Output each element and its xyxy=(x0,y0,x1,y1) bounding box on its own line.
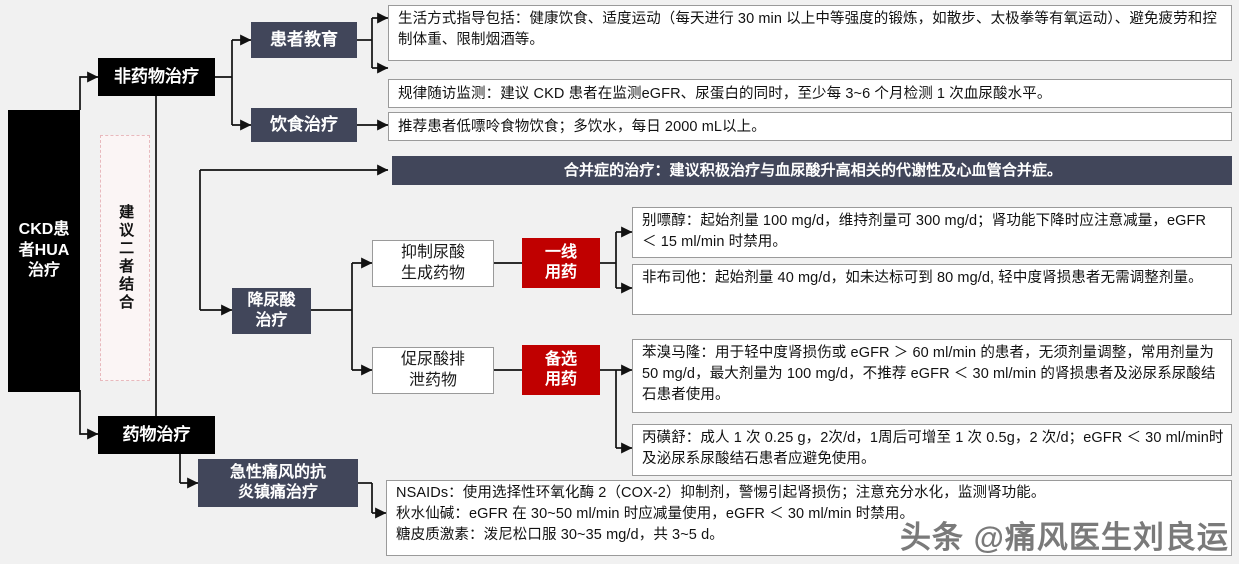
textbox-diet-recommendation-text: 推荐患者低嘌呤食物饮食；多饮水，每日 2000 mL以上。 xyxy=(398,119,766,135)
node-alternative-drug[interactable]: 备选 用药 xyxy=(522,345,600,395)
textbox-febuxostat: 非布司他：起始剂量 40 mg/d，如未达标可到 80 mg/d, 轻中度肾损患… xyxy=(632,264,1232,315)
node-alternative-drug-line1: 备选 xyxy=(544,351,577,369)
node-acute-gout-analgesia[interactable]: 急性痛风的抗 炎镇痛治疗 xyxy=(198,459,358,507)
dashed-note-label: 建议二者结合 xyxy=(117,204,135,312)
node-acute-gout-line1: 急性痛风的抗 xyxy=(229,464,326,481)
node-root-line2: 者HUA xyxy=(18,241,70,259)
node-acute-gout-line2: 炎镇痛治疗 xyxy=(237,484,318,501)
node-root-line3: 治疗 xyxy=(27,262,60,280)
textbox-regular-followup-text: 规律随访监测：建议 CKD 患者在监测eGFR、尿蛋白的同时，至少每 3~6 个… xyxy=(398,86,1052,102)
node-inhibit-urate-production[interactable]: 抑制尿酸 生成药物 xyxy=(372,240,494,287)
textbox-febuxostat-text: 非布司他：起始剂量 40 mg/d，如未达标可到 80 mg/d, 轻中度肾损患… xyxy=(642,270,1203,286)
node-drug-therapy[interactable]: 药物治疗 xyxy=(98,416,215,454)
textbox-allopurinol-text: 别嘌醇：起始剂量 100 mg/d，维持剂量可 300 mg/d；肾功能下降时应… xyxy=(642,213,1207,251)
textbox-probenecid-text: 丙磺舒：成人 1 次 0.25 g，2次/d，1周后可增至 1 次 0.5g，2… xyxy=(642,430,1224,468)
node-non-drug-therapy-label: 非药物治疗 xyxy=(114,67,199,87)
node-root-line1: CKD患 xyxy=(18,221,70,239)
node-drug-therapy-label: 药物治疗 xyxy=(122,425,191,445)
node-urate-lowering-line1: 降尿酸 xyxy=(247,292,296,309)
node-root-ckd-hua-treatment[interactable]: CKD患 者HUA 治疗 xyxy=(8,110,80,392)
watermark: 头条 @痛风医生刘良运 xyxy=(900,512,1229,557)
textbox-lifestyle-guidance: 生活方式指导包括：健康饮食、适度运动（每天进行 30 min 以上中等强度的锻炼… xyxy=(388,5,1232,61)
node-inhibit-production-line2: 生成药物 xyxy=(400,264,465,282)
node-promote-excretion-line2: 泄药物 xyxy=(408,371,457,389)
textbox-comorbidity-treatment-text: 合并症的治疗：建议积极治疗与血尿酸升高相关的代谢性及心血管合并症。 xyxy=(563,161,1063,179)
node-diet-therapy[interactable]: 饮食治疗 xyxy=(251,108,357,142)
textbox-lifestyle-guidance-text: 生活方式指导包括：健康饮食、适度运动（每天进行 30 min 以上中等强度的锻炼… xyxy=(398,11,1217,49)
textbox-benzbromarone-text: 苯溴马隆：用于轻中度肾损伤或 eGFR ＞ 60 ml/min 的患者，无须剂量… xyxy=(642,345,1216,404)
textbox-comorbidity-treatment: 合并症的治疗：建议积极治疗与血尿酸升高相关的代谢性及心血管合并症。 xyxy=(392,156,1232,185)
node-non-drug-therapy[interactable]: 非药物治疗 xyxy=(98,58,215,96)
node-first-line-drug-line2: 用药 xyxy=(544,264,577,281)
node-promote-excretion-line1: 促尿酸排 xyxy=(400,350,465,368)
textbox-analgesia-colchicine: 秋水仙碱：eGFR 在 30~50 ml/min 时应减量使用，eGFR ＜ 3… xyxy=(396,506,915,523)
node-promote-urate-excretion[interactable]: 促尿酸排 泄药物 xyxy=(372,347,494,394)
node-inhibit-production-line1: 抑制尿酸 xyxy=(400,243,465,261)
watermark-text: 头条 @痛风医生刘良运 xyxy=(900,520,1229,555)
textbox-acute-analgesia-regimens: NSAIDs：使用选择性环氧化酶 2（COX-2）抑制剂，警惕引起肾损伤；注意充… xyxy=(386,480,1232,556)
node-first-line-drug-line1: 一线 xyxy=(544,244,577,262)
dashed-note-combine-both: 建议二者结合 xyxy=(100,135,150,381)
textbox-allopurinol: 别嘌醇：起始剂量 100 mg/d，维持剂量可 300 mg/d；肾功能下降时应… xyxy=(632,207,1232,258)
textbox-benzbromarone: 苯溴马隆：用于轻中度肾损伤或 eGFR ＞ 60 ml/min 的患者，无须剂量… xyxy=(632,339,1232,413)
textbox-diet-recommendation: 推荐患者低嘌呤食物饮食；多饮水，每日 2000 mL以上。 xyxy=(388,112,1232,141)
textbox-analgesia-nsaids: NSAIDs：使用选择性环氧化酶 2（COX-2）抑制剂，警惕引起肾损伤；注意充… xyxy=(396,485,1046,501)
node-first-line-drug[interactable]: 一线 用药 xyxy=(522,238,600,288)
node-urate-lowering-therapy[interactable]: 降尿酸 治疗 xyxy=(232,288,311,334)
textbox-probenecid: 丙磺舒：成人 1 次 0.25 g，2次/d，1周后可增至 1 次 0.5g，2… xyxy=(632,424,1232,476)
node-diet-therapy-label: 饮食治疗 xyxy=(270,115,338,135)
textbox-analgesia-glucocorticoid: 糖皮质激素：泼尼松口服 30~35 mg/d，共 3~5 d。 xyxy=(396,527,724,544)
node-urate-lowering-line2: 治疗 xyxy=(255,312,288,329)
textbox-regular-followup: 规律随访监测：建议 CKD 患者在监测eGFR、尿蛋白的同时，至少每 3~6 个… xyxy=(388,79,1232,108)
node-alternative-drug-line2: 用药 xyxy=(544,371,577,388)
node-patient-education[interactable]: 患者教育 xyxy=(251,22,357,58)
node-patient-education-label: 患者教育 xyxy=(270,30,338,50)
